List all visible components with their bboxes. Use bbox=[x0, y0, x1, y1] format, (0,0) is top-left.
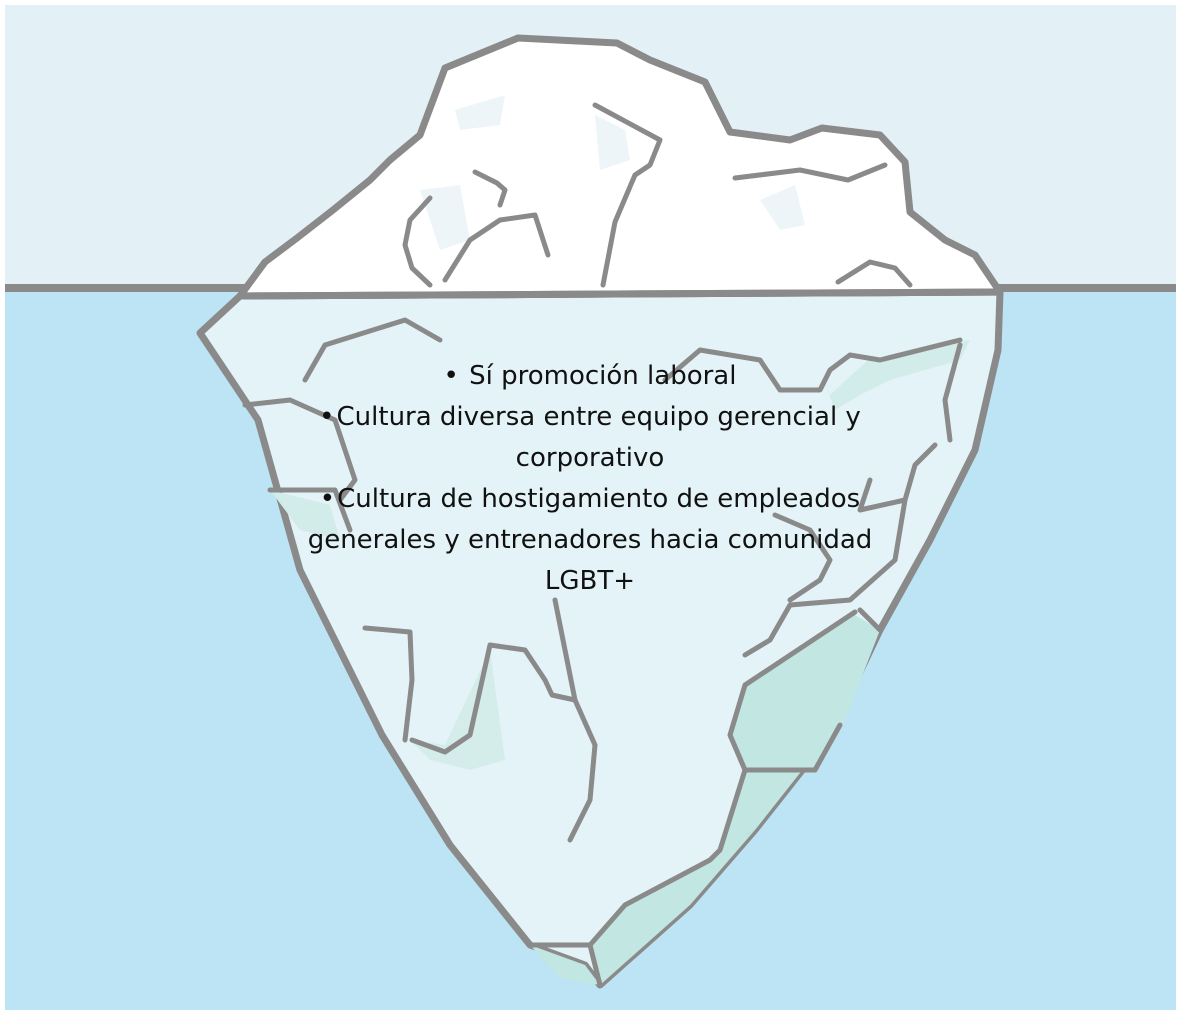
bullet-dot: • bbox=[320, 484, 335, 514]
iceberg-waterline bbox=[240, 292, 1000, 296]
bullet-item: • Sí promoción laboral bbox=[270, 356, 910, 397]
bullet-item: •Cultura de hostigamiento de empleados g… bbox=[270, 479, 910, 602]
bullet-list: • Sí promoción laboral •Cultura diversa … bbox=[270, 356, 910, 602]
bullet-dot: • bbox=[319, 402, 334, 432]
bullet-item: •Cultura diversa entre equipo gerencial … bbox=[270, 397, 910, 479]
bullet-dot: • bbox=[444, 361, 459, 391]
bullet-text: Sí promoción laboral bbox=[469, 361, 736, 391]
bullet-text: Cultura diversa entre equipo gerencial y… bbox=[337, 402, 861, 473]
bullet-text: Cultura de hostigamiento de empleados ge… bbox=[308, 484, 873, 596]
